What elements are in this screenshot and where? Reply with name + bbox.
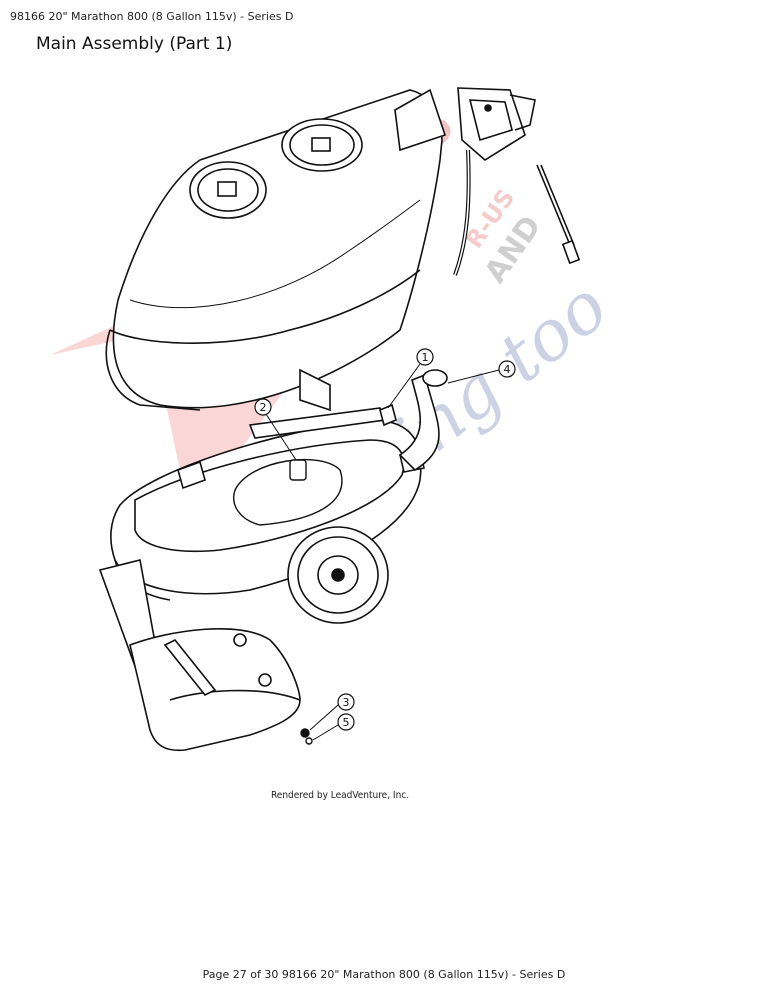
inner-filter xyxy=(233,458,343,526)
svg-text:4: 4 xyxy=(504,363,511,376)
callout-1: 1 xyxy=(387,348,434,409)
callout-4: 4 xyxy=(447,360,516,384)
suction-hose xyxy=(398,369,448,472)
tank-cap-right xyxy=(281,118,363,172)
callout-2: 2 xyxy=(254,398,297,461)
tank-caps xyxy=(189,118,363,219)
parts-diagram: VACUUMS R-US AND Sewing too xyxy=(50,87,623,752)
callout-5: 5 xyxy=(312,713,355,741)
cord-plug xyxy=(536,164,581,265)
wheel xyxy=(287,526,389,624)
page-footer: Page 27 of 30 98166 20" Marathon 800 (8 … xyxy=(202,968,566,981)
tank-cap-left xyxy=(189,161,267,219)
render-credit: Rendered by LeadVenture, Inc. xyxy=(271,790,410,801)
callout-3: 3 xyxy=(309,693,355,731)
document-header: 98166 20" Marathon 800 (8 Gallon 115v) -… xyxy=(10,10,294,23)
power-cord xyxy=(453,149,471,276)
section-title: Main Assembly (Part 1) xyxy=(36,34,233,54)
svg-text:5: 5 xyxy=(343,716,350,729)
svg-text:1: 1 xyxy=(422,351,429,364)
svg-text:3: 3 xyxy=(343,696,350,709)
svg-text:2: 2 xyxy=(260,401,267,414)
front-nozzle xyxy=(98,559,301,752)
recovery-tank xyxy=(105,88,447,412)
switch-housing xyxy=(457,87,536,161)
bolt-screw xyxy=(300,728,313,745)
